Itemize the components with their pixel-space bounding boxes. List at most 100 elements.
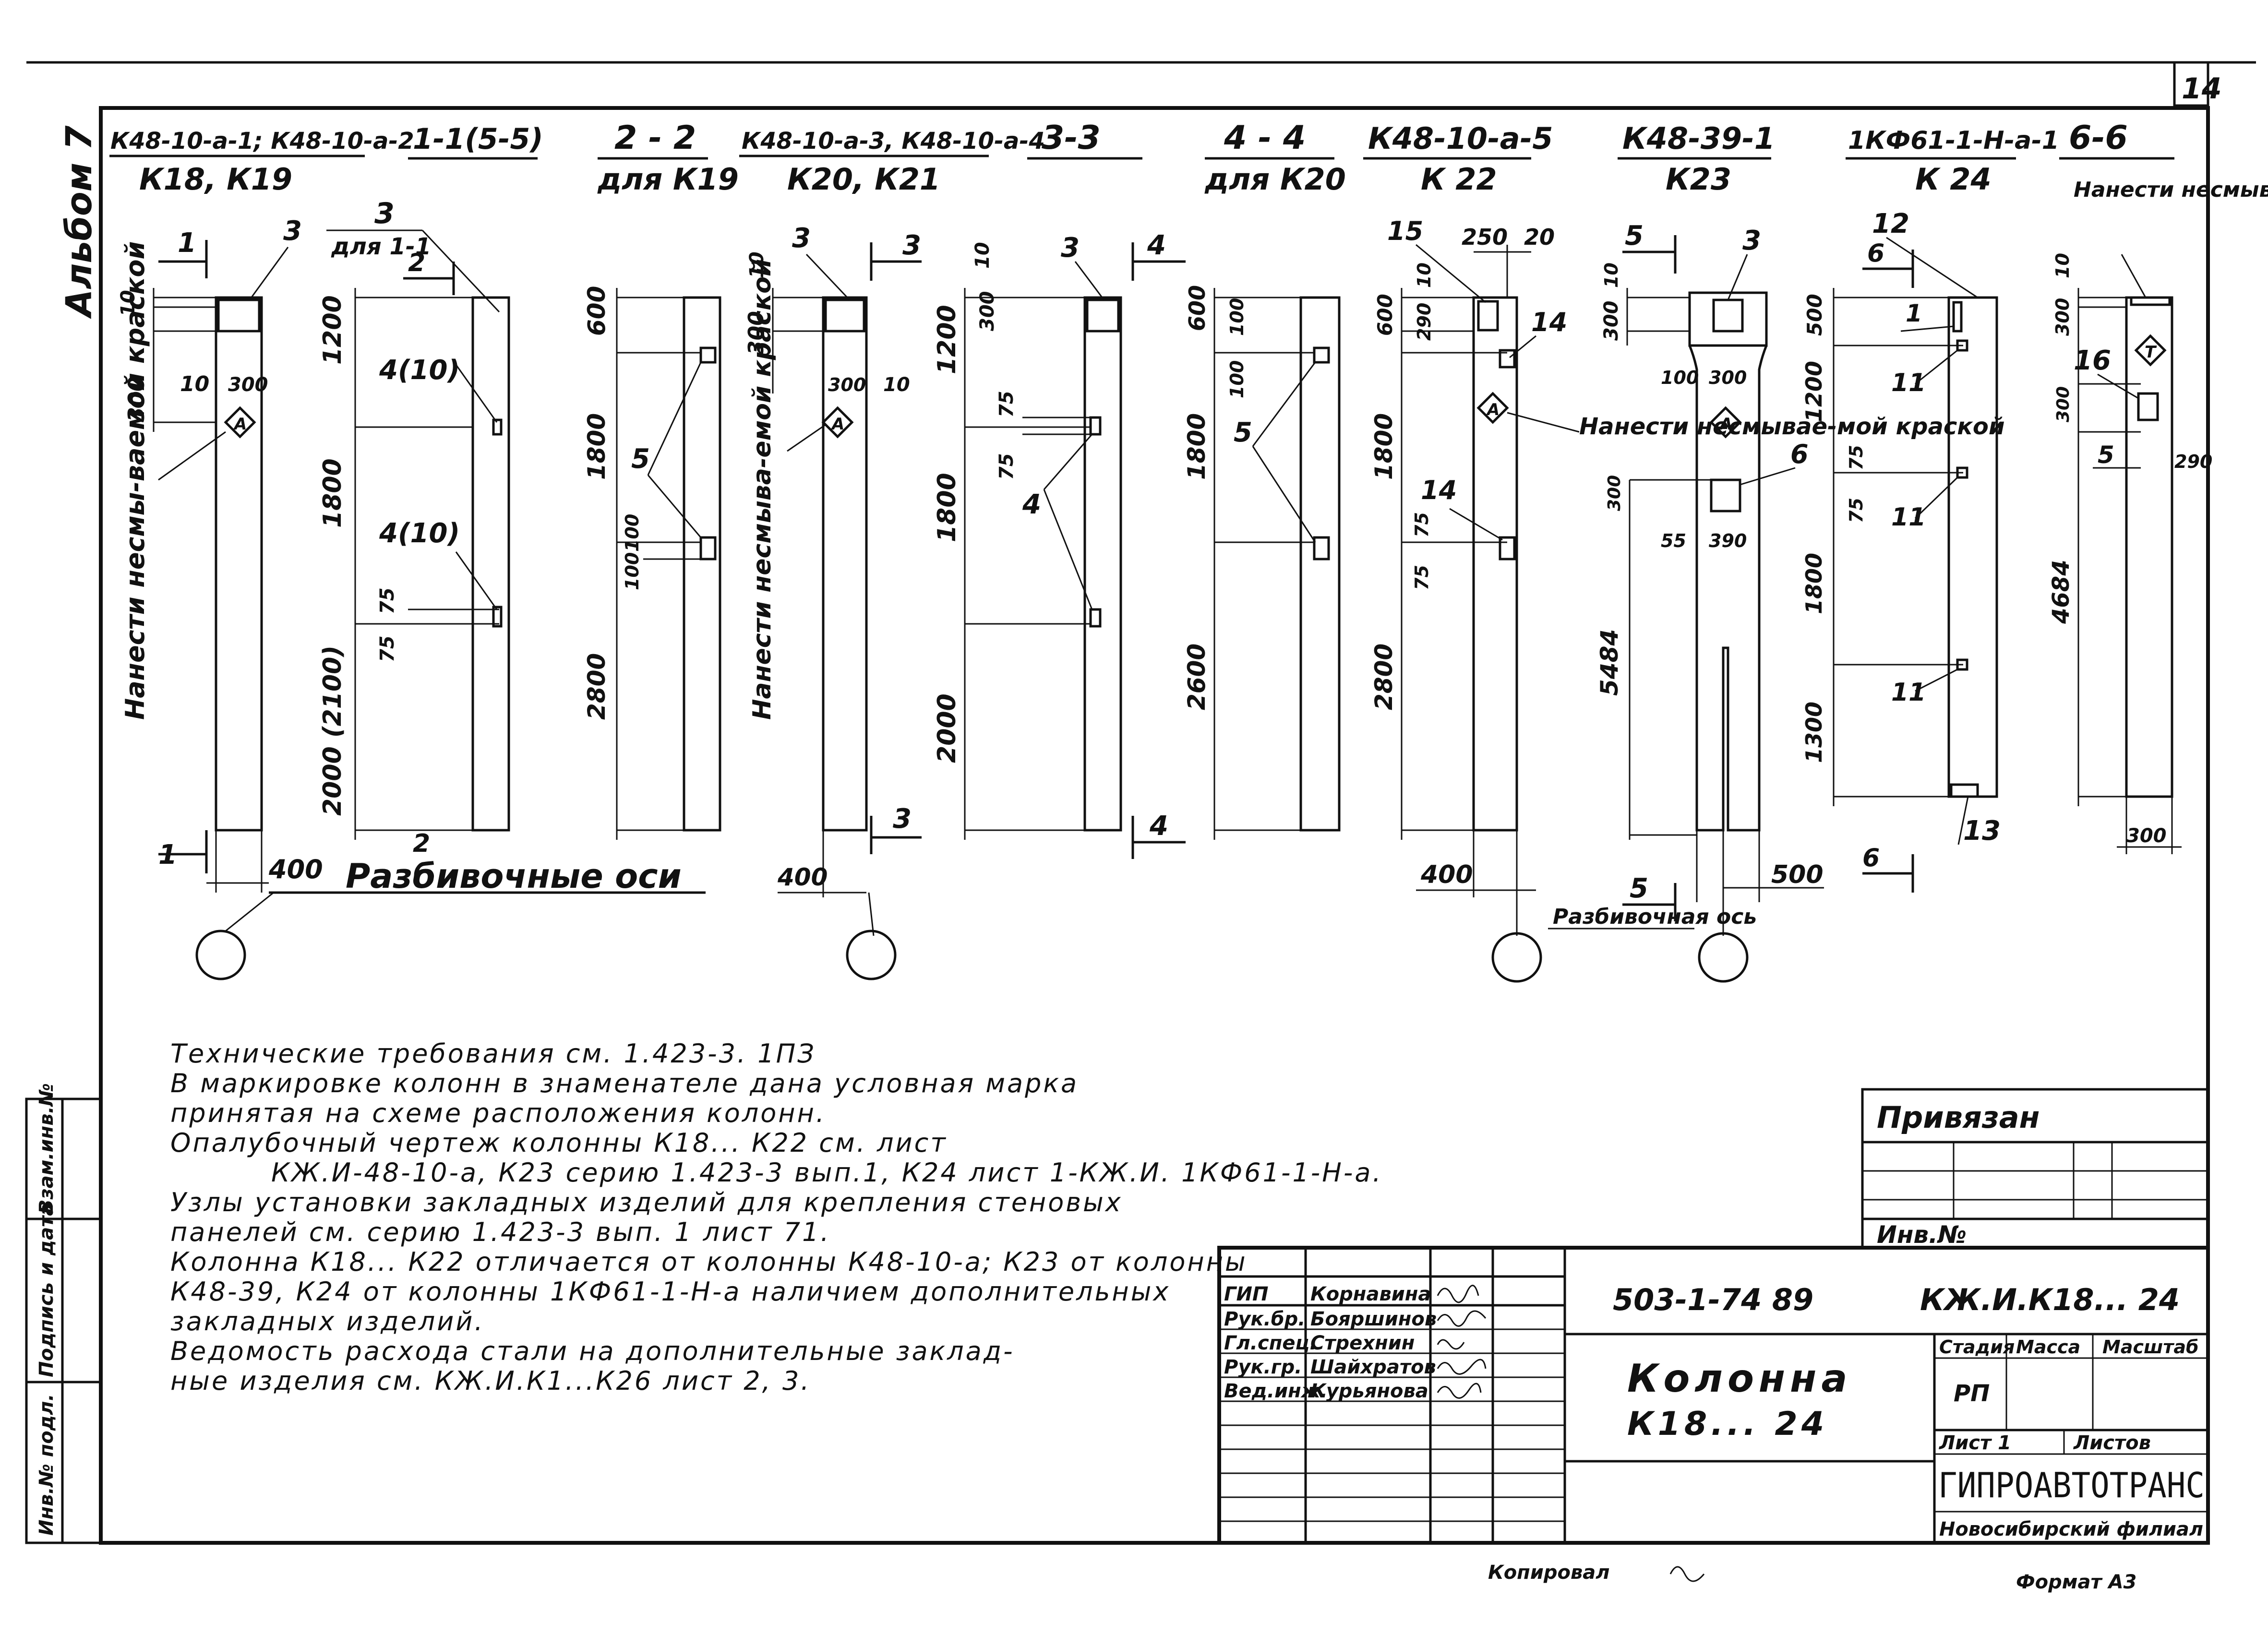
tb-project-code: 503-1-74 89 (1613, 1282, 1813, 1317)
k18-callout-3: 3 (283, 215, 302, 247)
k18-marker-a-label: А (233, 415, 247, 434)
s11-leader-4b (455, 551, 498, 610)
tb-mass-label: Масса (2016, 1336, 2080, 1358)
k20-paint-note: Нанести несмыва-емой краской (748, 259, 777, 720)
k20-marker-a-label: А (830, 415, 844, 434)
k23-callout-3: 3 (1742, 225, 1761, 256)
s44-plate-a (1313, 346, 1330, 364)
col-mark-section66: 6-6 (2069, 119, 2128, 157)
technical-notes: Технические требования см. 1.423-3. 1ПЗ … (170, 1039, 1383, 1396)
column-k20-elevation (822, 296, 868, 832)
axis-bubble-2 (846, 930, 897, 980)
s66-paint-note: Нанести несмывае-мой кра-кой (2074, 178, 2268, 202)
s33-dim-75-a: 75 (996, 391, 1018, 417)
s11-leader-3 (421, 229, 500, 313)
k24-dim-75b: 75 (1846, 498, 1867, 523)
k22-dim-600: 600 (1373, 294, 1397, 336)
layout-axes-leader (225, 892, 274, 932)
col-mark-section44: 4 - 4 (1224, 119, 1306, 157)
k22-dim-290: 290 (1414, 303, 1435, 341)
k24-dim-500: 500 (1803, 294, 1826, 336)
note-line: ные изделия см. КЖ.И.К1...К26 лист 2, 3. (170, 1366, 811, 1396)
note-line: закладных изделий. (170, 1306, 485, 1336)
s44-dim-2600: 2600 (1183, 644, 1211, 710)
k23-callout-6: 6 (1790, 439, 1809, 469)
k20-paint-leader (787, 424, 826, 452)
k23-dim-300b: 300 (1709, 367, 1747, 388)
k23-arrow-5b: 5 (1630, 873, 1648, 904)
k22-leader-15 (1416, 244, 1486, 303)
note-line: К48-39, К24 от колонны 1КФ61-1-Н-а налич… (170, 1276, 1171, 1307)
k22-plate-a (1499, 349, 1516, 369)
tb-role-1: Рук.бр. (1224, 1308, 1306, 1330)
s44-leader-5b (1252, 446, 1316, 543)
k23-dim-300c: 300 (1605, 475, 1624, 511)
s22-leader-5a (647, 362, 702, 476)
k20-dim-400: 400 (777, 863, 828, 891)
k20-leader-3 (805, 253, 851, 301)
s11-dim-2000: 2000 (2100) (318, 645, 347, 816)
tb-name-2: Стрехнин (1310, 1332, 1415, 1354)
signature-1 (1437, 1310, 1487, 1327)
s22-plate-b (699, 536, 717, 561)
s66-dim-300: 300 (2052, 298, 2073, 336)
k24-callout-1: 1 (1906, 299, 1922, 327)
k18-dim-10b: 10 (180, 372, 209, 396)
k22-dim-75b: 75 (1411, 565, 1432, 590)
k24-leader-11a (1915, 349, 1958, 385)
s11-dim-75-2: 75 (376, 635, 398, 662)
s33-plate-a (1089, 416, 1102, 436)
tb-sheets-label: Листов (2073, 1432, 2151, 1454)
s33-dim-1800: 1800 (933, 473, 961, 542)
s11-callout-3: 3 (374, 197, 395, 230)
k23-head (1688, 291, 1768, 347)
s44-dim-600: 600 (1184, 285, 1210, 331)
signature-3 (1437, 1359, 1487, 1375)
k23-dim-390: 390 (1709, 530, 1747, 551)
tb-name-4: Курьянова (1310, 1380, 1428, 1402)
k18-leader-3 (249, 247, 289, 300)
k20-top-plate (824, 298, 865, 333)
k18-section-arrow-1: 1 (178, 227, 196, 259)
s66-dim-300c: 300 (2126, 825, 2167, 847)
s33-dim-10: 10 (972, 242, 994, 269)
s22-dim-2800: 2800 (583, 653, 611, 720)
k22-top-plate (1477, 300, 1499, 332)
k22-dim-20: 20 (1524, 224, 1555, 250)
col-mark-section11: 1-1(5-5) (413, 122, 543, 156)
side-stamp-sign: Подпись и дата (36, 1203, 58, 1377)
k24-leader-11c (1915, 668, 1958, 692)
s11-for-11: для 1-1 (331, 233, 431, 260)
col-mark-k18: К48-10-а-1; К48-10-а-2 (110, 128, 414, 155)
col-label-section44: для К20 (1204, 162, 1346, 197)
s33-leader-3 (1074, 261, 1105, 300)
col-mark-k24: 1КФ61-1-Н-а-1 (1848, 126, 2059, 155)
note-line: принятая на схеме расположения колонн. (170, 1098, 827, 1128)
col-mark-k22: К48-10-а-5 (1368, 121, 1553, 156)
tb-title: Колонна (1627, 1356, 1852, 1401)
note-line: панелей см. серию 1.423-3 вып. 1 лист 71… (170, 1217, 831, 1247)
s11-plate-a (492, 418, 503, 436)
s66-dim-290: 290 (2174, 451, 2212, 472)
k18-paint-leader (158, 431, 226, 481)
s66-dim-10: 10 (2052, 253, 2073, 278)
s66-dim-300b: 300 (2053, 386, 2073, 422)
k20-dim-300: 300 (744, 311, 768, 355)
k23-leader-3 (1727, 254, 1748, 300)
k18-top-plate (217, 298, 261, 333)
k24-plate-11c (1956, 658, 1968, 671)
col-label-k18: К18, К19 (139, 162, 292, 197)
s22-dim-100a: 100 (622, 514, 643, 552)
s33-top-plate (1086, 298, 1120, 333)
k23-dim-10: 10 (1601, 262, 1622, 288)
side-stamp-inv: Инв.№ подл. (36, 1394, 58, 1536)
k22-marker-a (1476, 392, 1509, 424)
column-k22-elevation (1472, 296, 1518, 832)
k22-dim-70: 10 (1414, 262, 1435, 288)
k24-plate-11b (1956, 466, 1968, 479)
privyazan-inv: Инв.№ (1877, 1221, 1967, 1249)
col-mark-k20: К48-10-а-3, К48-10-а-4 (742, 128, 1045, 155)
footer-copied: Копировал (1488, 1562, 1610, 1584)
note-line: КЖ.И-48-10-а, К23 серию 1.423-3 вып.1, К… (271, 1157, 1383, 1188)
